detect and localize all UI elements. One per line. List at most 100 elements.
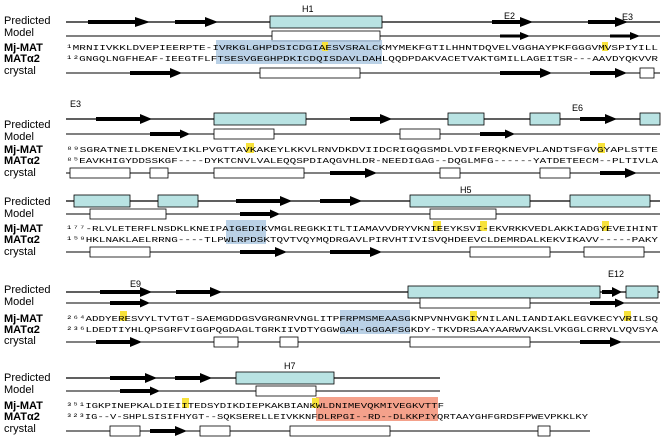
alignment-block-1: Predicted Model H1 E2 E3 Mj-MAT MATα2 cr… xyxy=(4,4,660,79)
helix-box xyxy=(409,336,531,348)
strand-arrow xyxy=(175,373,212,383)
strand-arrow xyxy=(600,168,637,178)
model-label: Model xyxy=(4,208,34,220)
highlight-residue xyxy=(602,221,609,231)
mat-alpha2-label: MATα2 xyxy=(4,155,40,167)
helix-box xyxy=(639,67,655,79)
predicted-label: Predicted xyxy=(4,372,50,384)
helix-box xyxy=(255,385,317,397)
strand-arrow xyxy=(96,337,142,347)
helix-box xyxy=(89,246,151,258)
strand-label-E2: E2 xyxy=(504,11,515,21)
mat-alpha2-sequence: ⁸⁵EAVKHIGYDDSSKGF----DYKTCNVLVALEQQSPDIA… xyxy=(66,157,659,166)
highlight-residue xyxy=(312,398,319,408)
helix-box xyxy=(279,336,299,348)
helix-box xyxy=(213,336,239,348)
helix-label-H7: H7 xyxy=(284,361,296,371)
strand-arrow xyxy=(580,337,622,347)
helix-box xyxy=(213,112,307,126)
strand-label-E9: E9 xyxy=(130,279,141,289)
helix-box xyxy=(569,194,651,208)
highlight-residue xyxy=(480,221,487,231)
strand-arrow xyxy=(588,17,628,27)
strand-arrow xyxy=(580,114,617,124)
highlight-residue xyxy=(433,221,441,231)
crystal-label: crystal xyxy=(4,423,36,435)
helix-box xyxy=(149,167,169,179)
helix-box xyxy=(199,425,231,437)
strand-arrow xyxy=(350,114,392,124)
helix-box xyxy=(269,15,383,29)
helix-box xyxy=(289,425,391,437)
strand-arrow xyxy=(240,209,280,219)
crystal-label: crystal xyxy=(4,167,36,179)
mat-alpha2-sequence: ¹²GNGQLNGFHEAF-IEEGTFLFTSESVGEGHPDKICDQI… xyxy=(66,55,659,64)
highlight-residue xyxy=(624,311,631,321)
mj-mat-sequence: ¹MRNIIVKKLDVEPIEERPTE-IVRKGLGHPDSICDGIAE… xyxy=(66,44,659,53)
model-label: Model xyxy=(4,384,34,396)
helix-box xyxy=(157,194,199,208)
mj-mat-label: Mj-MAT xyxy=(4,42,43,54)
helix-box xyxy=(469,246,551,258)
strand-arrow xyxy=(130,68,182,78)
helix-box xyxy=(409,194,531,208)
highlight-residue xyxy=(322,42,328,51)
highlight-residue xyxy=(602,42,608,51)
model-label: Model xyxy=(4,131,34,143)
helix-box xyxy=(429,208,497,220)
model-label: Model xyxy=(4,296,34,308)
helix-box xyxy=(529,112,561,126)
highlight-residue xyxy=(246,143,254,153)
helix-box xyxy=(625,285,659,299)
helix-box xyxy=(213,128,275,140)
helix-box xyxy=(583,246,645,258)
highlight-region xyxy=(340,310,410,334)
mj-mat-sequence: ³⁵¹IGKPINEPKALDIEIITEDSYDIKDIEPKAKBIANKW… xyxy=(66,402,445,411)
helix-box xyxy=(89,208,167,220)
strand-arrow xyxy=(610,32,640,40)
helix-box xyxy=(235,371,335,385)
highlight-residue xyxy=(598,143,605,153)
mj-mat-label: Mj-MAT xyxy=(4,313,43,325)
strand-label-E6: E6 xyxy=(572,103,583,113)
mj-mat-sequence: ¹⁷⁷-RLVLETERFLNSDKLKNEIPAIGEDIKVMGLREGKK… xyxy=(66,225,659,234)
strand-arrow xyxy=(590,68,627,78)
helix-label-H5: H5 xyxy=(460,185,472,195)
highlight-residue xyxy=(120,311,127,321)
predicted-label: Predicted xyxy=(4,284,50,296)
helix-box xyxy=(73,194,131,208)
strand-arrow xyxy=(120,386,160,396)
strand-arrow xyxy=(110,373,157,383)
strand-arrow xyxy=(88,17,150,27)
helix-box xyxy=(439,167,461,179)
mj-mat-sequence: ²⁶⁴ADDYERESVYLTVTGT-SAEMGDDGSVGRGNRVNGLI… xyxy=(66,315,659,324)
predicted-label: Predicted xyxy=(4,15,50,27)
helix-box xyxy=(639,112,661,126)
strand-arrow xyxy=(500,32,530,40)
crystal-label: crystal xyxy=(4,246,36,258)
helix-box xyxy=(259,67,361,79)
highlight-region-orange xyxy=(316,397,438,421)
highlight-residue xyxy=(182,398,189,408)
strand-arrow xyxy=(500,68,552,78)
strand-label-E3: E3 xyxy=(70,99,81,109)
mat-alpha2-sequence: ¹⁵⁹HKLNAKLAELRRNG----TLPWLRPDSKTQVTVQYMQ… xyxy=(66,236,659,245)
predicted-label: Predicted xyxy=(4,119,50,131)
mat-alpha2-label: MATα2 xyxy=(4,53,40,65)
helix-box xyxy=(447,112,485,126)
mat-alpha2-label: MATα2 xyxy=(4,324,40,336)
strand-arrow xyxy=(175,17,218,27)
strand-arrow xyxy=(150,129,190,139)
strand-arrow xyxy=(330,247,382,257)
helix-box xyxy=(539,167,571,179)
helix-box xyxy=(537,425,551,437)
strand-arrow xyxy=(110,298,150,308)
helix-box xyxy=(399,128,441,140)
model-label: Model xyxy=(4,27,34,39)
strand-arrow xyxy=(176,287,222,297)
mat-alpha2-label: MATα2 xyxy=(4,411,40,423)
strand-arrow xyxy=(602,287,622,297)
highlight-region xyxy=(226,220,266,244)
mat-alpha2-sequence: ²³⁶LDEDTIYHLQPSGRFVIGGPQGDAGLTGRKIIVDTYG… xyxy=(66,326,659,335)
